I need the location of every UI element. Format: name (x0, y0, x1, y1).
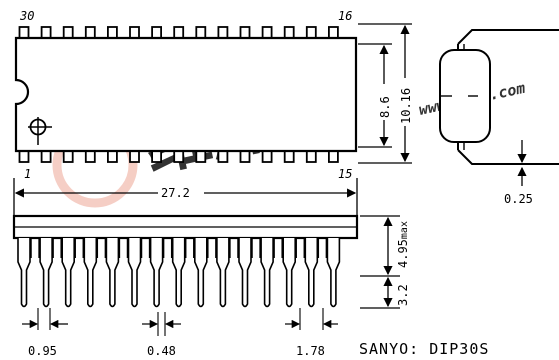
side-lead (238, 238, 252, 308)
side-lead-back-row (207, 238, 217, 258)
top-view: 30 16 1 15 8.6 10.16 (14, 9, 413, 181)
side-lead (83, 238, 98, 308)
side-lead-back-row (185, 238, 195, 258)
side-view: 27.2 4.95max 3.2 0.95 0.48 1.78 (12, 178, 410, 358)
pin-label-15: 15 (338, 167, 352, 181)
side-lead (17, 238, 31, 308)
side-lead-back-row (74, 238, 84, 258)
lead-pitch-label: 0.95 (28, 344, 57, 358)
side-lead-back-row (30, 238, 40, 258)
pin-label-16: 16 (338, 9, 352, 23)
end-view-top-edge (457, 29, 559, 45)
side-lead (326, 238, 341, 308)
side-lead-back-row (229, 238, 239, 258)
body-length-label: 27.2 (161, 186, 190, 200)
row-spacing-label: 10.16 (399, 88, 413, 124)
side-lead (216, 238, 230, 308)
side-lead-back-row (96, 238, 107, 258)
side-lead (149, 238, 164, 308)
body-height-value: 4.95 (396, 239, 410, 268)
side-lead-back-row (140, 238, 151, 258)
row-spacing-label-bg (398, 78, 412, 126)
side-leads (17, 238, 341, 308)
side-lead-back-row (52, 238, 62, 258)
body-height-label: 4.95max (396, 221, 410, 268)
side-lead (282, 238, 296, 308)
pitch-spacing-label: 1.78 (296, 344, 325, 358)
side-lead (304, 238, 319, 308)
side-lead-back-row (317, 238, 328, 258)
end-view: 0.25 (439, 29, 559, 206)
pin-label-1: 1 (24, 167, 31, 181)
side-lead (260, 238, 274, 308)
side-lead (39, 238, 53, 308)
lead-width-label: 0.48 (147, 344, 176, 358)
package-body-top-view (14, 36, 358, 153)
side-lead (194, 238, 208, 308)
side-lead-back-row (273, 238, 283, 258)
side-lead (171, 238, 186, 308)
body-height-suffix: max (399, 221, 410, 239)
side-lead-back-row (251, 238, 261, 258)
side-lead-back-row (118, 238, 129, 258)
side-lead-back-row (162, 238, 173, 258)
side-lead (61, 238, 75, 308)
side-lead (127, 238, 142, 308)
end-view-bottom-edge (457, 149, 559, 165)
side-lead (105, 238, 120, 308)
side-lead-back-row (295, 238, 305, 258)
body-length-label-bg (158, 184, 204, 200)
lead-length-label: 3.2 (396, 284, 410, 306)
lead-thickness-label: 0.25 (504, 192, 533, 206)
body-width-label-bg (377, 84, 391, 120)
pin-label-30: 30 (19, 9, 34, 23)
body-width-label: 8.6 (378, 96, 392, 118)
package-name-label: SANYO: DIP30S (359, 340, 489, 358)
